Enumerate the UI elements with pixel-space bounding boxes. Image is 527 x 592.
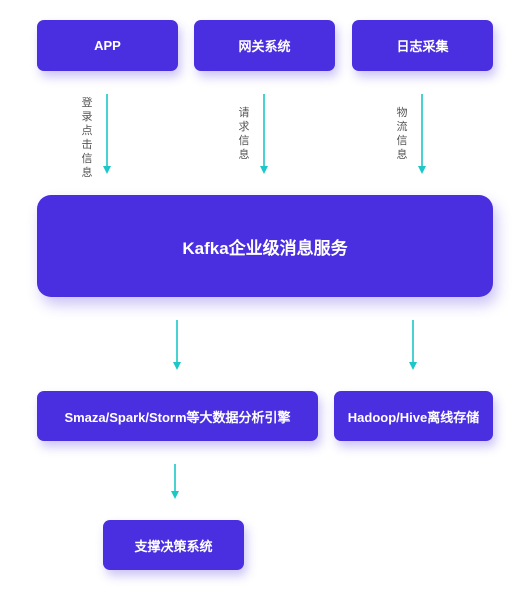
gateway-node: 网关系统 xyxy=(194,20,335,71)
edge-label-request: 请求信息 xyxy=(238,107,250,161)
offline-storage-node: Hadoop/Hive离线存储 xyxy=(334,391,493,441)
edge-label-login-click: 登录点击信息 xyxy=(81,97,93,179)
app-node: APP xyxy=(37,20,178,71)
stream-engines-node: Smaza/Spark/Storm等大数据分析引擎 xyxy=(37,391,318,441)
kafka-hub-node: Kafka企业级消息服务 xyxy=(37,195,493,297)
edge-label-logistics: 物流信息 xyxy=(396,107,408,161)
log-collect-node: 日志采集 xyxy=(352,20,493,71)
decision-system-node: 支撑决策系统 xyxy=(103,520,244,570)
